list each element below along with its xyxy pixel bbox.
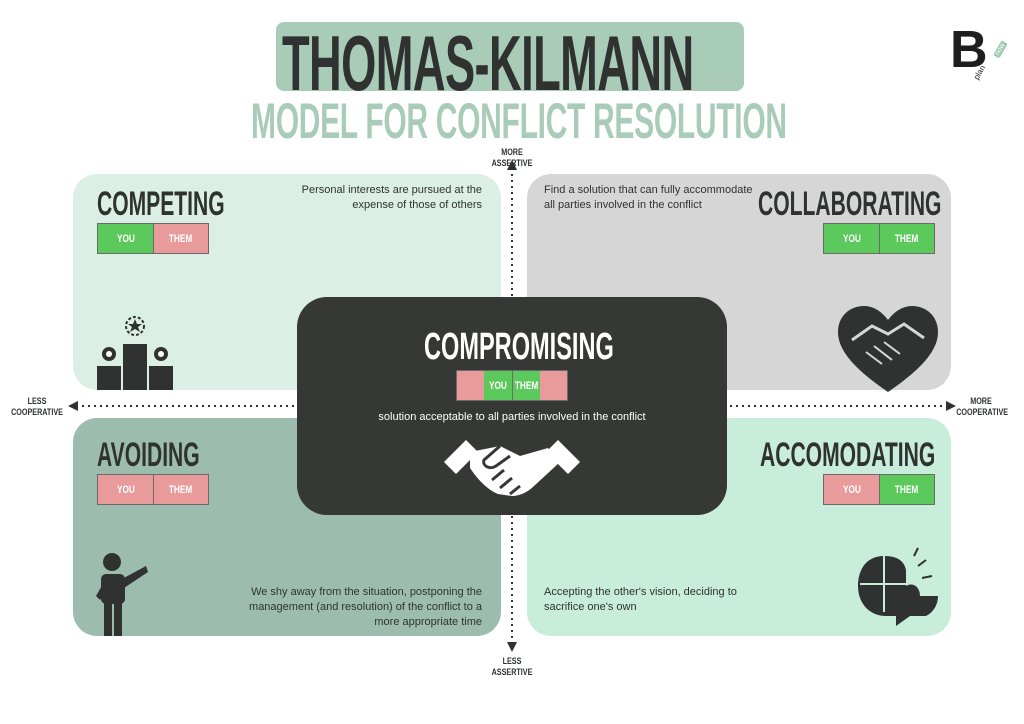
axis-label-more-cooperative: MORE COOPERATIVE — [956, 396, 1009, 418]
collaborating-description: Find a solution that can fully accommoda… — [544, 184, 753, 211]
axis-left-line2: COOPERATIVE — [11, 407, 63, 417]
them-label: THEM — [514, 379, 539, 392]
arrow-left-icon — [68, 401, 78, 411]
avoiding-title: AVOIDING — [97, 436, 200, 474]
logo-letter: B — [950, 21, 988, 79]
you-label: YOU — [842, 483, 861, 496]
axis-label-less-assertive: LESS ASSERTIVE — [491, 656, 533, 678]
axis-top-line1: MORE — [501, 147, 523, 157]
axis-right-line2: COOPERATIVE — [956, 407, 1009, 417]
avoiding-them-segment: THEM — [153, 475, 208, 504]
arrow-right-icon — [946, 401, 956, 411]
compromising-you-segment: YOU — [484, 371, 512, 400]
competing-description: Personal interests are pursued at the ex… — [301, 184, 482, 211]
collaborating-you-them-bar: YOU THEM — [823, 223, 935, 254]
them-label: THEM — [895, 232, 919, 245]
axis-right-line1: MORE — [970, 396, 992, 406]
compromising-description: solution acceptable to all parties invol… — [378, 411, 646, 423]
competing-title: COMPETING — [97, 185, 225, 223]
compromising-them-segment: THEM — [512, 371, 540, 400]
them-label: THEM — [895, 483, 919, 496]
you-label: YOU — [489, 379, 507, 392]
you-label: YOU — [116, 232, 135, 245]
compromising-title: COMPROMISING — [424, 326, 614, 368]
title-background — [276, 22, 744, 91]
page-title: THOMAS-KILMANN — [282, 19, 694, 107]
brand-logo: B plan now — [950, 21, 1010, 86]
axis-label-less-cooperative: LESS COOPERATIVE — [11, 396, 64, 418]
collaborating-them-segment: THEM — [879, 224, 934, 253]
avoiding-description: We shy away from the situation, postponi… — [249, 586, 482, 628]
axis-left-line1: LESS — [27, 396, 47, 406]
accomodating-you-them-bar: YOU THEM — [823, 474, 935, 505]
arrow-up-icon — [507, 160, 517, 170]
arrow-down-icon — [507, 642, 517, 652]
accomodating-title: ACCOMODATING — [760, 436, 936, 474]
page-subtitle: MODEL FOR CONFLICT RESOLUTION — [251, 93, 787, 149]
accomodating-them-segment: THEM — [879, 475, 934, 504]
axis-label-more-assertive: MORE ASSERTIVE — [491, 147, 533, 169]
competing-you-them-bar: YOU THEM — [97, 223, 209, 254]
axis-top-line2: ASSERTIVE — [491, 158, 533, 168]
accomodating-description: Accepting the other's vision, deciding t… — [544, 586, 737, 613]
them-label: THEM — [169, 232, 193, 245]
avoiding-you-them-bar: YOU THEM — [97, 474, 209, 505]
them-label: THEM — [169, 483, 193, 496]
avoiding-you-segment: YOU — [98, 475, 153, 504]
you-label: YOU — [842, 232, 861, 245]
collaborating-you-segment: YOU — [824, 224, 879, 253]
competing-them-segment: THEM — [153, 224, 208, 253]
competing-you-segment: YOU — [98, 224, 153, 253]
collaborating-title: COLLABORATING — [758, 185, 942, 223]
axis-bottom-line2: ASSERTIVE — [491, 667, 533, 677]
you-label: YOU — [116, 483, 135, 496]
axis-bottom-line1: LESS — [502, 656, 522, 666]
accomodating-you-segment: YOU — [824, 475, 879, 504]
compromising-you-red-part — [457, 371, 484, 400]
compromising-you-them-bar: YOU THEM — [456, 370, 568, 401]
compromising-them-red-part — [540, 371, 567, 400]
